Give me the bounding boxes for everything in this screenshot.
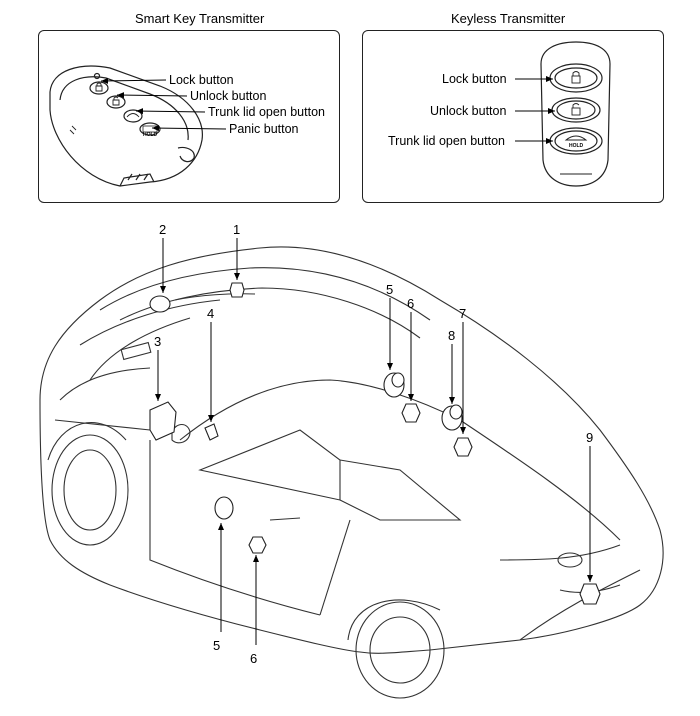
smart-key-panel [38, 30, 340, 203]
keyless-hold-text: HOLD [569, 143, 584, 149]
callout-3: 3 [154, 334, 162, 349]
car-components [149, 282, 601, 605]
smart-key-unlock-button-label: Unlock button [190, 89, 267, 103]
callout-9: 9 [586, 430, 594, 445]
callout-8: 8 [448, 328, 456, 343]
keyless-title: Keyless Transmitter [451, 11, 566, 26]
callout-6-lower: 6 [250, 651, 258, 666]
callout-5-lower: 5 [213, 638, 221, 653]
callout-7: 7 [459, 306, 467, 321]
callout-5-upper: 5 [386, 282, 394, 297]
keyless-unlock-button-label: Unlock button [430, 104, 507, 118]
keyless-fob-illustration [540, 41, 611, 187]
keyless-trunk-button-label: Trunk lid open button [388, 134, 505, 148]
smart-key-lock-button-label: Lock button [169, 73, 234, 87]
callout-4: 4 [207, 306, 215, 321]
smart-key-hold-text: HOLD [143, 132, 158, 138]
smart-key-panic-button-label: Panic button [229, 122, 299, 136]
smart-key-title: Smart Key Transmitter [135, 11, 265, 26]
car-illustration [39, 246, 664, 699]
smart-key-trunk-button-label: Trunk lid open button [208, 105, 325, 119]
keyless-lock-button-label: Lock button [442, 72, 507, 86]
callout-1: 1 [233, 222, 241, 237]
keyless-panel [362, 30, 664, 203]
callout-6-upper: 6 [407, 296, 415, 311]
callout-2: 2 [159, 222, 167, 237]
